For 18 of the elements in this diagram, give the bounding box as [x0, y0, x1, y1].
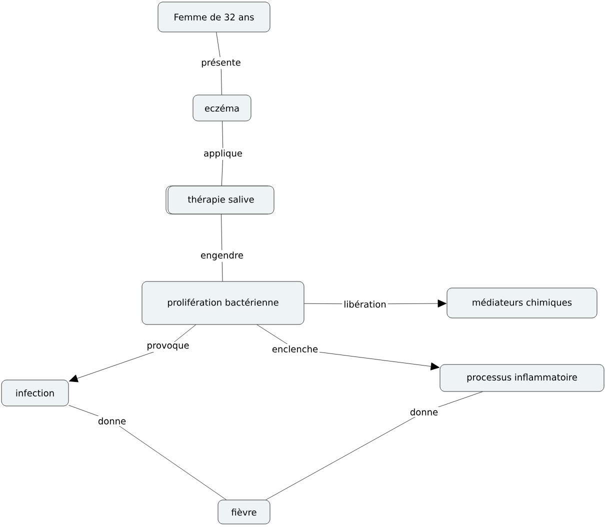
edge-label: donne — [96, 416, 128, 426]
edge-label: provoque — [145, 342, 191, 352]
concept-box: médiateurs chimiques — [446, 288, 598, 318]
edge-label: engendre — [199, 250, 245, 262]
edge-label: présente — [200, 56, 242, 70]
edge-label: donne — [408, 407, 440, 417]
edge-label: enclenche — [270, 344, 320, 354]
concept-box: thérapie salive — [166, 186, 274, 214]
concept-box: infection — [1, 380, 69, 406]
edge-label: libération — [342, 298, 388, 310]
edge-label: applique — [202, 148, 244, 160]
concept-box: prolifération bactérienne — [142, 281, 304, 325]
concept-box: Femme de 32 ans — [158, 2, 270, 32]
concept-box: processus inflammatoire — [440, 364, 604, 392]
concept-box: eczéma — [192, 94, 252, 122]
arrow — [68, 324, 196, 382]
concept-box: fièvre — [218, 500, 270, 524]
arrow — [256, 324, 440, 370]
